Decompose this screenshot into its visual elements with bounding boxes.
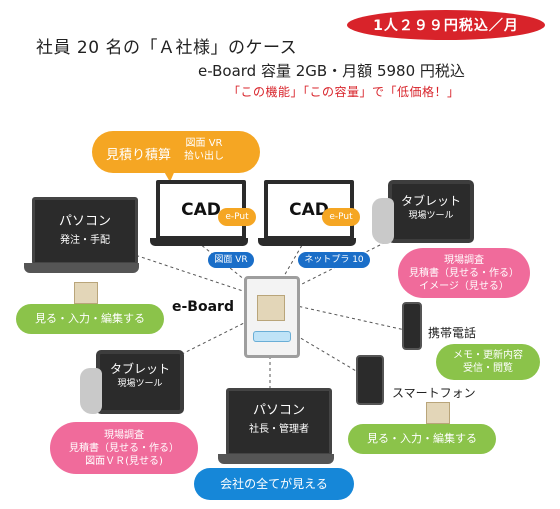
tablet-l-title: タブレット: [109, 362, 170, 376]
cad-1-caption: 図面 VR: [208, 252, 254, 268]
laptop-screen: パソコン 社長・管理者: [226, 388, 332, 456]
tagline: 「この機能」「この容量」で「低価格！」: [228, 85, 460, 99]
phone-bubble-text: メモ・更新内容 受信・閲覧: [453, 350, 523, 374]
laptop-base: [218, 454, 334, 464]
bottom-summary-bubble: 会社の全てが見える: [194, 468, 354, 500]
mobile-phone: [402, 302, 422, 350]
laptop-bottom-title: パソコン: [252, 403, 305, 418]
hand-icon: [372, 198, 394, 244]
smartphone-bubble: 見る・入力・編集する: [348, 424, 496, 454]
cad-2-label: CAD: [289, 200, 329, 220]
laptop-left: パソコン 発注・手配: [24, 197, 139, 277]
tablet-tr-sub: 現場ツール: [408, 211, 454, 221]
phone-label: 携帯電話: [428, 326, 477, 340]
e-put-tag-2: e-Put: [322, 208, 360, 226]
plan-description: e-Board 容量 2GB・月額 5980 円税込: [198, 62, 465, 80]
tablet-l-sub: 現場ツール: [117, 379, 163, 389]
box-icon: [426, 402, 450, 424]
laptop-screen: パソコン 発注・手配: [32, 197, 138, 265]
estimate-sub-label: 図面 VR 拾い出し: [184, 138, 224, 162]
laptop-base: [24, 263, 139, 273]
tablet-tr-bubble-text: 現場調査 見積書（見せる・作る） イメージ（見せる）: [409, 254, 519, 292]
phone-bubble: メモ・更新内容 受信・閲覧: [436, 344, 540, 380]
price-badge: 1人２９９円税込／月: [347, 10, 545, 40]
estimate-main-label: 見積り積算: [106, 148, 172, 163]
left-action-bubble: 見る・入力・編集する: [16, 304, 164, 334]
tablet-left: タブレット 現場ツール: [96, 350, 184, 414]
hand-icon: [80, 368, 102, 414]
page-title: 社員 20 名の「Ａ社様」のケース: [36, 38, 298, 58]
tablet-top-right: タブレット 現場ツール: [388, 180, 474, 243]
box-icon: [74, 282, 98, 304]
bubble-pointer: [162, 168, 176, 182]
tablet-tr-bubble: 現場調査 見積書（見せる・作る） イメージ（見せる）: [398, 248, 530, 298]
laptop-bottom: パソコン 社長・管理者: [218, 388, 334, 468]
tablet-l-bubble-text: 現場調査 見積書（見せる・作る） 図面ＶＲ(見せる): [69, 429, 179, 467]
laptop-base: [150, 238, 248, 246]
tray-icon: [253, 331, 291, 342]
estimate-bubble: 見積り積算 図面 VR 拾い出し: [92, 131, 260, 173]
cad-1-label: CAD: [181, 200, 221, 220]
tablet-tr-title: タブレット: [400, 194, 461, 208]
eboard-server-icon: [244, 276, 300, 358]
box-icon: [257, 295, 285, 321]
laptop-base: [258, 238, 356, 246]
cad-2-caption: ネットプラ 10: [298, 252, 370, 268]
smartphone: [356, 355, 384, 405]
e-put-tag-1: e-Put: [218, 208, 256, 226]
laptop-bottom-sub: 社長・管理者: [249, 424, 309, 435]
tablet-left-bubble: 現場調査 見積書（見せる・作る） 図面ＶＲ(見せる): [50, 422, 198, 474]
eboard-label: e-Board: [172, 299, 234, 315]
smartphone-label: スマートフォン: [392, 386, 476, 400]
laptop-left-title: パソコン: [58, 214, 111, 229]
laptop-left-sub: 発注・手配: [60, 235, 110, 246]
